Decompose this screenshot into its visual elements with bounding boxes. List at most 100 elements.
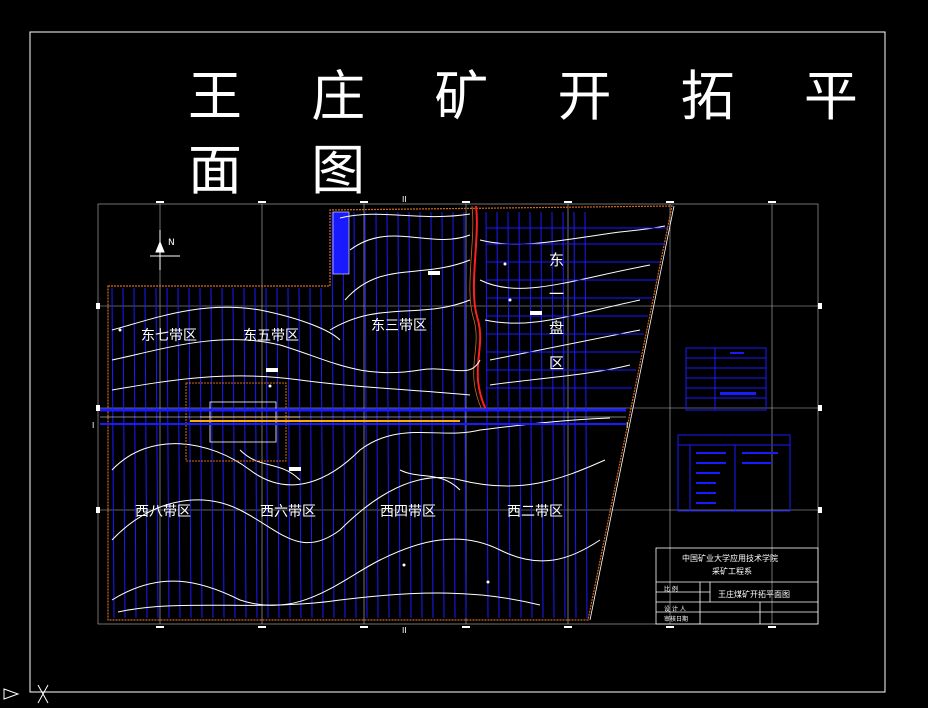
survey-line <box>353 211 357 619</box>
axis-tick <box>564 626 572 628</box>
axis-tick <box>96 507 100 513</box>
survey-line <box>331 211 335 619</box>
drawing-title-line1: 王 庄 矿 开 拓 平 <box>188 65 884 128</box>
survey-line <box>430 211 434 619</box>
survey-line <box>452 211 456 619</box>
zone-label-east5: 东五带区 <box>243 328 299 344</box>
borehole-markers <box>118 262 542 584</box>
axis-tick <box>818 405 822 411</box>
drawing-title-line2: 面 图 <box>188 139 392 202</box>
axis-tick <box>258 201 266 203</box>
axis-tick <box>258 626 266 628</box>
survey-line <box>232 287 236 619</box>
survey-line <box>419 211 423 619</box>
title-block-row-label: 审核日期 <box>664 616 689 623</box>
mine-boundary <box>107 205 673 621</box>
survey-line <box>111 287 115 619</box>
survey-line <box>188 287 192 619</box>
survey-line <box>243 287 247 619</box>
survey-line <box>254 287 258 619</box>
survey-line <box>485 211 489 619</box>
zone-label-west2: 西二带区 <box>507 504 563 520</box>
axis-tick <box>818 507 822 513</box>
title-block-institution: 中国矿业大学应用技术学院 <box>682 554 778 563</box>
title-block-drawing-name: 王庄煤矿开拓平面图 <box>718 590 790 599</box>
axis-tick <box>564 201 572 203</box>
survey-line <box>210 287 214 619</box>
survey-line <box>155 287 159 619</box>
survey-line <box>397 211 401 619</box>
fault-line <box>472 205 487 411</box>
zone-label-east-panel-1: 东 <box>549 251 565 269</box>
survey-line <box>375 211 379 619</box>
axis-tick <box>360 626 368 628</box>
right-marker: I <box>626 421 629 430</box>
survey-line <box>441 211 445 619</box>
survey-line <box>144 287 148 619</box>
survey-line <box>122 287 126 619</box>
section-marker-bottom: II <box>402 626 407 635</box>
survey-line <box>364 211 368 619</box>
survey-line <box>342 211 346 619</box>
axis-tick <box>156 201 164 203</box>
title-block-row-label: 设 计 人 <box>664 606 686 613</box>
drawing-frame <box>29 31 886 693</box>
axis-tick <box>156 626 164 628</box>
survey-line <box>463 211 467 619</box>
axis-tick <box>768 626 776 628</box>
survey-line <box>265 287 269 619</box>
survey-line <box>287 287 291 619</box>
contour-lines <box>111 213 666 613</box>
zone-label-east-panel-2: 一 <box>549 285 565 303</box>
axis-tick <box>462 201 470 203</box>
axis-tick <box>360 201 368 203</box>
title-block-row-label: 比 例 <box>664 586 678 593</box>
axis-ticks <box>96 201 822 628</box>
zone-label-east-panel-4: 区 <box>549 354 565 372</box>
axis-tick <box>462 626 470 628</box>
survey-line <box>320 287 324 619</box>
survey-line <box>496 211 500 619</box>
main-roadway <box>100 382 626 462</box>
axis-tick <box>768 201 776 203</box>
ucs-icon <box>3 684 49 704</box>
axis-tick <box>96 303 100 309</box>
zone-label-east3: 东三带区 <box>371 318 427 334</box>
survey-line <box>166 287 170 619</box>
zone-label-west6: 西六带区 <box>260 504 316 520</box>
zone-label-east-panel-3: 盘 <box>549 319 565 337</box>
title-block <box>655 547 819 625</box>
survey-line <box>298 287 302 619</box>
axis-tick <box>666 201 674 203</box>
survey-line <box>540 211 544 619</box>
zone-label-east7: 东七带区 <box>141 328 197 344</box>
shaft-parameter-table <box>677 434 791 512</box>
section-marker-top: II <box>402 195 407 204</box>
survey-line <box>309 287 313 619</box>
survey-line <box>199 287 203 619</box>
zone-label-west4: 西四带区 <box>380 504 436 520</box>
axis-tick <box>818 303 822 309</box>
north-label: N <box>168 238 175 248</box>
boundary-right-edge <box>589 205 675 621</box>
survey-line <box>584 211 588 619</box>
survey-line <box>529 211 533 619</box>
survey-line <box>408 211 412 619</box>
north-arrow-icon <box>150 230 180 270</box>
zone-label-west8: 西八带区 <box>135 504 191 520</box>
legend-table <box>685 347 767 411</box>
coordinate-grid <box>97 203 819 625</box>
title-block-department: 采矿工程系 <box>712 567 752 576</box>
left-marker: I <box>92 421 95 430</box>
axis-tick <box>666 626 674 628</box>
survey-line <box>177 287 181 619</box>
east-panel-lines <box>486 227 668 389</box>
survey-line <box>573 211 577 619</box>
survey-line <box>386 211 390 619</box>
shaft-block <box>332 211 350 275</box>
survey-line <box>276 287 280 619</box>
axis-tick <box>96 405 100 411</box>
survey-lines <box>111 211 588 619</box>
survey-line <box>507 211 511 619</box>
